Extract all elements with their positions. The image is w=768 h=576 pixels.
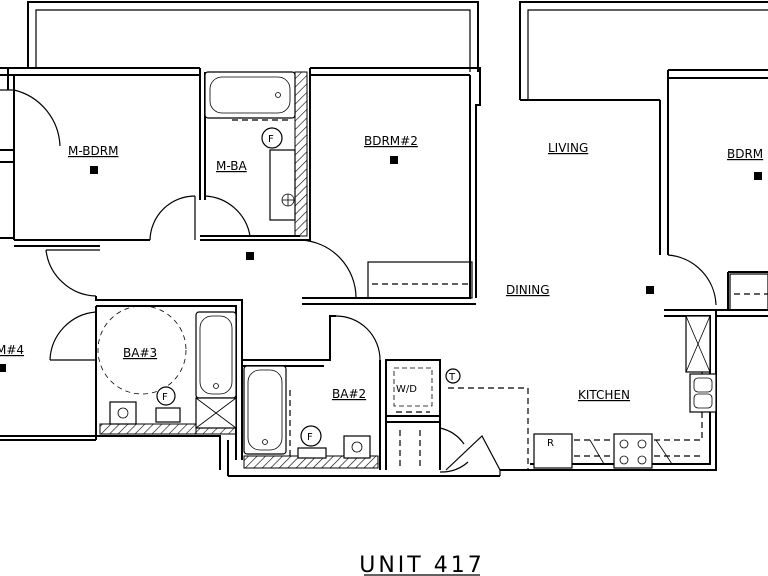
label-bdrm-right: BDRM [727,147,763,161]
label-bdrm2: BDRM#2 [364,134,418,148]
svg-text:R: R [547,438,554,449]
label-bdrm4: M#4 [0,343,24,357]
thermostat: T [445,368,461,384]
svg-text:F: F [307,432,313,443]
svg-text:T: T [448,372,456,383]
washer-dryer: W/D [393,367,433,407]
label-ba2: BA#2 [332,387,366,401]
doors [0,89,717,473]
svg-text:F: F [268,134,274,145]
balcony-left [27,1,479,72]
hatched-walls [99,71,709,469]
label-ba3: BA#3 [123,346,157,360]
label-m-ba: M-BA [216,159,247,173]
label-living: LIVING [548,141,588,155]
svg-text:W/D: W/D [396,384,417,395]
closet-lines [232,119,768,470]
room-labels: M-BDRM M-BA BDRM#2 LIVING BDRM DINING KI… [0,134,763,402]
svg-text:F: F [162,392,168,403]
unit-title: UNIT 417 [359,553,484,576]
label-kitchen: KITCHEN [578,388,630,402]
balcony-right [519,1,768,101]
label-m-bdrm: M-BDRM [68,144,118,158]
label-dining: DINING [506,283,550,297]
plumbing-fixtures: F F F [97,127,371,459]
smoke-detectors [0,156,762,372]
bathtubs [195,71,296,455]
kitchen-appliances: R [195,315,717,469]
